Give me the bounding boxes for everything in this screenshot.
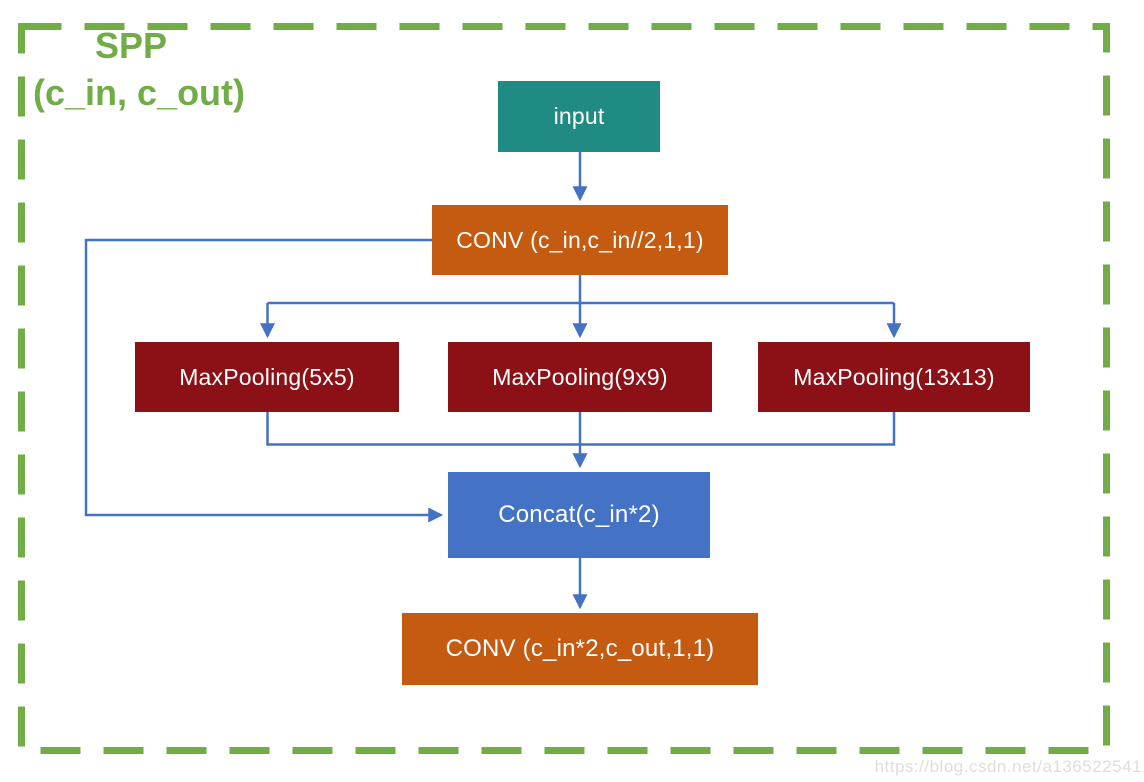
diagram-title-line2: (c_in, c_out) bbox=[33, 72, 246, 113]
watermark-url: https://blog.csdn.net/a136522541 bbox=[874, 757, 1142, 776]
node-conv1: CONV (c_in,c_in//2,1,1) bbox=[432, 205, 728, 275]
node-maxpool-5x5: MaxPooling(5x5) bbox=[135, 342, 399, 412]
node-conv1-label: CONV (c_in,c_in//2,1,1) bbox=[456, 226, 704, 253]
node-input-label: input bbox=[553, 103, 605, 129]
node-concat: Concat(c_in*2) bbox=[448, 472, 710, 558]
node-conv2: CONV (c_in*2,c_out,1,1) bbox=[402, 613, 758, 685]
node-maxpool-5x5-label: MaxPooling(5x5) bbox=[179, 363, 355, 390]
node-conv2-label: CONV (c_in*2,c_out,1,1) bbox=[445, 635, 715, 662]
arrow-skip-conv1-to-concat bbox=[84, 238, 444, 523]
node-maxpool-9x9: MaxPooling(9x9) bbox=[448, 342, 712, 412]
arrow-group bbox=[84, 152, 902, 610]
node-maxpool-13x13: MaxPooling(13x13) bbox=[758, 342, 1030, 412]
diagram-title-line1: SPP bbox=[95, 25, 168, 66]
node-maxpool-9x9-label: MaxPooling(9x9) bbox=[492, 363, 668, 390]
node-maxpool-13x13-label: MaxPooling(13x13) bbox=[793, 363, 995, 390]
node-concat-label: Concat(c_in*2) bbox=[498, 501, 660, 528]
diagram-title: SPP (c_in, c_out) bbox=[33, 22, 245, 116]
dashed-border bbox=[18, 23, 1110, 754]
node-input: input bbox=[498, 81, 660, 152]
